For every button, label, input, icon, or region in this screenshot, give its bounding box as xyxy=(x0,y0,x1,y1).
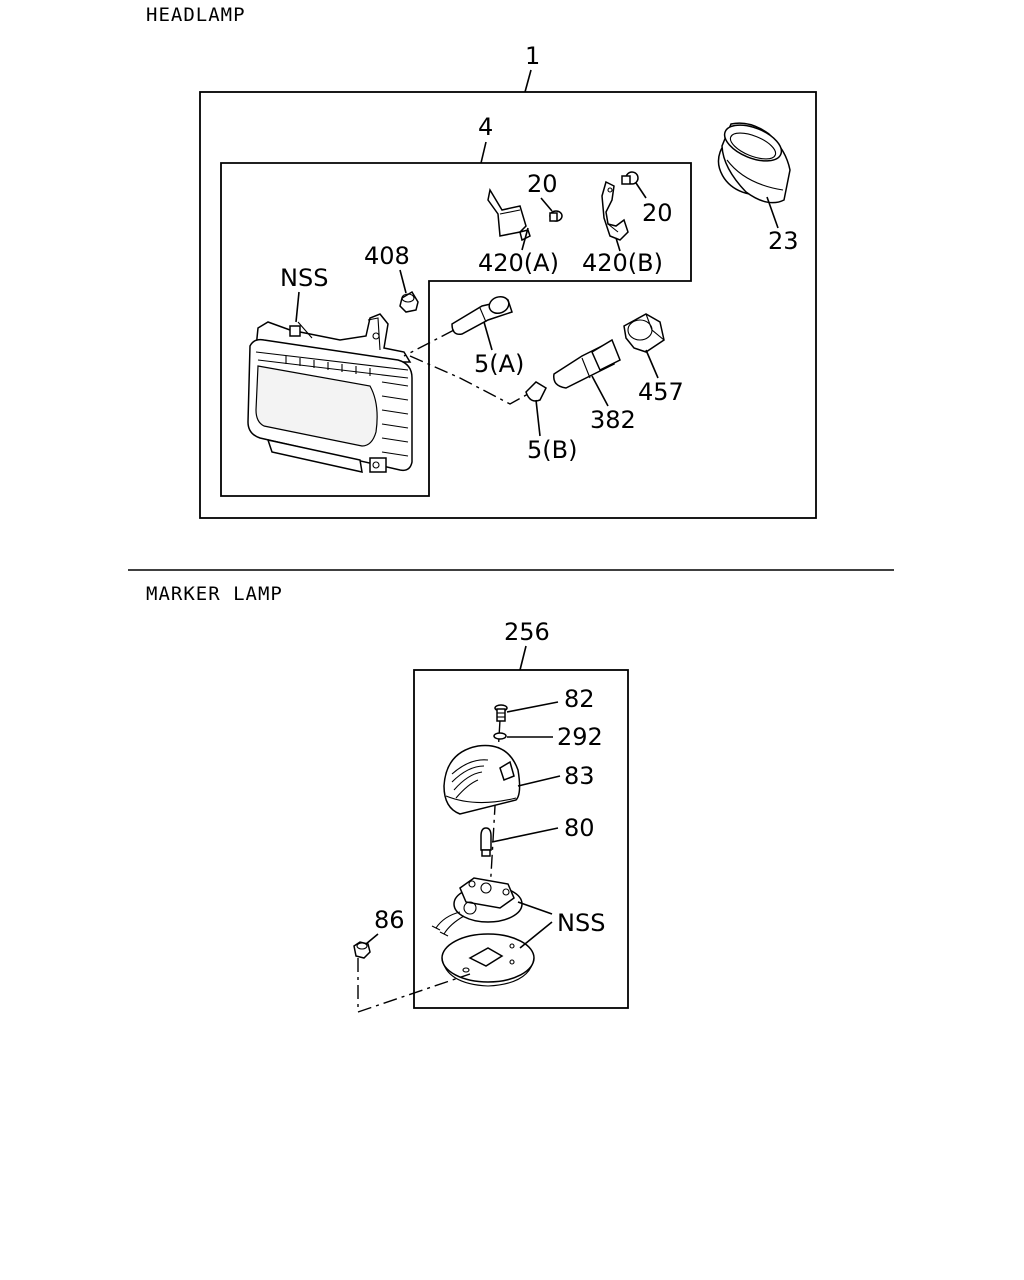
headlamp-assembly-box xyxy=(199,91,817,519)
housing-group-box xyxy=(220,162,692,497)
leader-bracket-a xyxy=(521,227,529,251)
guide-bulb-b xyxy=(409,355,529,405)
leader-headlamp-assembly xyxy=(524,69,532,93)
leader-bulb-b xyxy=(535,399,541,437)
bulb-a-part xyxy=(451,295,513,336)
leader-nss-marker-upper xyxy=(517,901,553,915)
callout-retainer: 408 xyxy=(364,242,410,270)
callout-ring: 23 xyxy=(768,227,799,255)
retainer-part xyxy=(399,290,419,313)
callout-nut: 86 xyxy=(374,906,405,934)
leader-nut xyxy=(365,933,379,945)
guide-bulb-a xyxy=(403,329,455,357)
leader-nss-headlamp xyxy=(295,291,300,323)
bracket-screw-b-part xyxy=(621,171,639,185)
marker-assembly-box xyxy=(413,669,629,1009)
leader-bracket-screw-b xyxy=(635,182,647,199)
leader-socket xyxy=(591,375,609,407)
headlamp-section-title: HEADLAMP xyxy=(146,4,246,26)
headlamp-housing-part xyxy=(247,313,413,473)
callout-socket-cap: 457 xyxy=(638,378,684,406)
nut-part xyxy=(353,941,371,959)
callout-bracket-screw-b: 20 xyxy=(642,199,673,227)
callout-bracket-b: 420(B) xyxy=(582,249,663,277)
leader-socket-cap xyxy=(645,349,659,379)
socket-part xyxy=(553,338,621,389)
bracket-a-part xyxy=(487,187,531,242)
leader-nss-marker-lower xyxy=(519,921,553,949)
leader-housing xyxy=(480,141,487,164)
socket-cap-part xyxy=(623,313,665,353)
ring-part xyxy=(717,122,791,204)
leader-screw xyxy=(506,701,559,713)
callout-socket: 382 xyxy=(590,406,636,434)
callout-bulb-a: 5(A) xyxy=(474,350,524,378)
callout-nss-marker: NSS xyxy=(557,909,605,937)
bracket-b-part xyxy=(601,180,629,241)
callout-lens: 83 xyxy=(564,762,595,790)
callout-washer: 292 xyxy=(557,723,603,751)
leader-retainer xyxy=(399,269,407,294)
callout-bracket-a: 420(A) xyxy=(478,249,559,277)
leader-marker-assembly xyxy=(519,645,527,671)
leader-bracket-screw-a xyxy=(540,197,553,212)
lens-part xyxy=(443,744,521,815)
callout-bulb: 80 xyxy=(564,814,595,842)
guide-nut xyxy=(357,958,471,1013)
bracket-screw-a-part xyxy=(549,210,563,222)
bulb-b-part xyxy=(525,381,547,402)
callout-nss-headlamp: NSS xyxy=(280,264,328,292)
callout-bulb-b: 5(B) xyxy=(527,436,577,464)
callout-bracket-screw-a: 20 xyxy=(527,170,558,198)
callout-housing: 4 xyxy=(478,113,493,141)
callout-marker-assembly: 256 xyxy=(504,618,550,646)
leader-bulb-a xyxy=(483,321,493,351)
marker-lamp-section-title: MARKER LAMP xyxy=(146,583,283,605)
leader-bracket-b xyxy=(615,237,621,252)
screw-part xyxy=(494,704,508,722)
leader-bulb xyxy=(491,827,559,843)
marker-base-plate-part xyxy=(441,933,535,987)
callout-headlamp-assembly: 1 xyxy=(525,42,540,70)
marker-socket-base-part xyxy=(431,877,523,937)
washer-part xyxy=(493,732,507,740)
marker-bulb-part xyxy=(480,827,492,857)
callout-screw: 82 xyxy=(564,685,595,713)
leader-ring xyxy=(766,196,779,229)
leader-lens xyxy=(517,775,561,787)
